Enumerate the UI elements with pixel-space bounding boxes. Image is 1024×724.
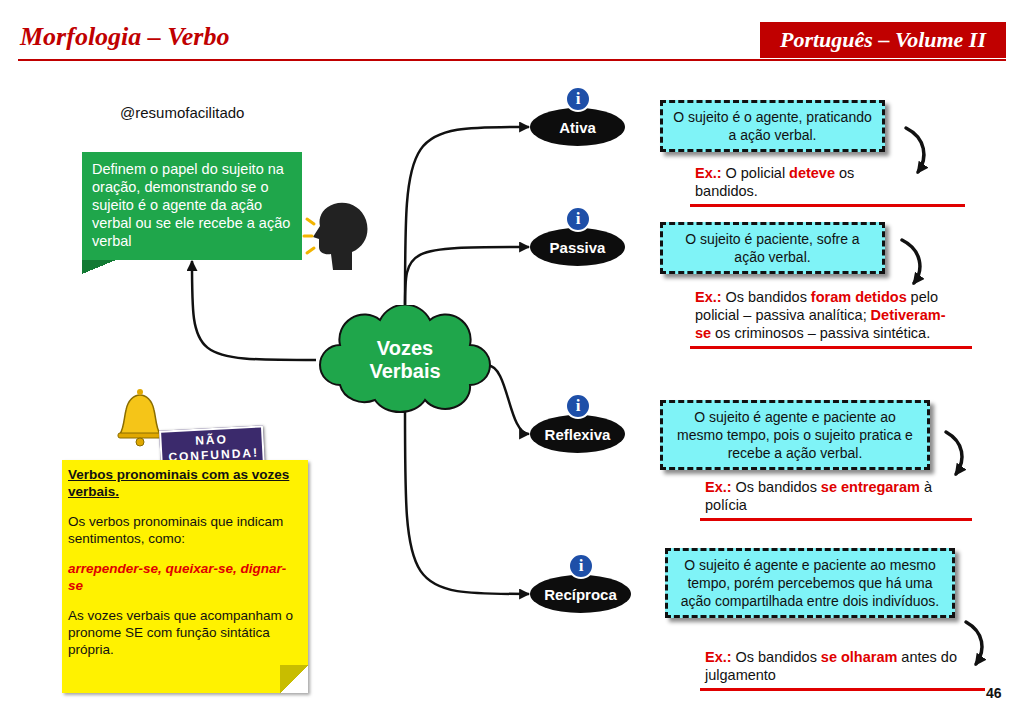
example-words: os criminosos – passiva sintética. (715, 325, 930, 341)
sound-lines (304, 219, 314, 253)
volume-band: Português – Volume II (760, 22, 1006, 58)
definition-box: O sujeito é agente e paciente ao mesmo t… (660, 400, 930, 470)
voice-oval: Recíproca (530, 575, 631, 613)
speaker-icon (313, 203, 367, 270)
node-text: Vozes Verbais (350, 337, 460, 383)
node-text: arrepender-se, queixar-se, dignar-se (68, 560, 300, 594)
node-text: O sujeito é agente e paciente ao mesmo t… (671, 408, 919, 462)
bell-icon (118, 389, 162, 446)
node-text: Reflexiva (545, 426, 611, 443)
node-text: Português – Volume II (780, 27, 986, 53)
info-icon: i (565, 86, 591, 112)
definition-note: Definem o papel do sujeito na oração, de… (82, 152, 302, 260)
example-block: Ex.:Os bandidosse entregaramà polícia (700, 478, 972, 521)
example-block: Ex.:Os bandidosforam detidospelo policia… (690, 288, 972, 349)
info-icon: i (565, 393, 591, 419)
page-number: 46 (986, 685, 1002, 701)
example-highlight: deteve (789, 165, 835, 181)
example-highlight: se olharam (821, 649, 898, 665)
definition-box: O sujeito é agente e paciente ao mesmo t… (665, 548, 955, 618)
example-block: Ex.:O policialdeteveos bandidos. (690, 164, 965, 207)
cloud-outline (320, 305, 490, 412)
node-text: Recíproca (544, 586, 617, 603)
example-words: Os bandidos (736, 479, 817, 495)
author-handle: @resumofacilitado (120, 104, 244, 121)
example-highlight: foram detidos (811, 289, 907, 305)
node-text: Ativa (559, 119, 596, 136)
node-text: Os verbos pronominais que indicam sentim… (68, 513, 300, 547)
connector (405, 409, 529, 594)
example-highlight: Ex.: (695, 289, 722, 305)
node-text: Definem o papel do sujeito na oração, de… (92, 160, 292, 250)
example-highlight: Ex.: (695, 165, 722, 181)
example-text: Ex.:Os bandidosse olharamantes do julgam… (700, 648, 957, 684)
connector (192, 261, 316, 360)
central-cloud: Vozes Verbais (310, 305, 500, 415)
page-title: Morfologia – Verbo (20, 22, 229, 52)
node-text: O sujeito é paciente, sofre a ação verba… (671, 230, 874, 266)
node-text: O sujeito é agente e paciente ao mesmo t… (676, 556, 944, 610)
example-highlight: se entregaram (821, 479, 920, 495)
example-block: Ex.:Os bandidosse olharamantes do julgam… (700, 648, 985, 691)
voice-oval: Reflexiva (530, 415, 625, 453)
voice-oval: Ativa (530, 108, 625, 146)
example-words: Os bandidos (726, 289, 807, 305)
voice-oval: Passiva (530, 228, 625, 266)
warning-note: Verbos pronominais com as vozes verbais.… (62, 460, 308, 693)
node-text: O sujeito é o agente, praticando a ação … (671, 108, 874, 144)
example-highlight: Ex.: (705, 649, 732, 665)
connector (488, 366, 529, 435)
example-text: Ex.:O policialdeteveos bandidos. (690, 164, 917, 200)
node-text: Verbos pronominais com as vozes verbais. (68, 466, 300, 500)
info-icon: i (568, 553, 594, 579)
connector (405, 127, 529, 308)
info-icon: i (565, 206, 591, 232)
node-text: Passiva (550, 239, 606, 256)
node-text: As vozes verbais que acompanham o pronom… (68, 607, 300, 658)
header-rule (18, 59, 1006, 61)
definition-box: O sujeito é paciente, sofre a ação verba… (660, 222, 885, 274)
example-words: O policial (726, 165, 786, 181)
example-words: Os bandidos (736, 649, 817, 665)
example-highlight: Ex.: (705, 479, 732, 495)
connector (405, 247, 529, 308)
definition-box: O sujeito é o agente, praticando a ação … (660, 100, 885, 152)
example-text: Ex.:Os bandidosforam detidospelo policia… (690, 288, 947, 342)
example-text: Ex.:Os bandidosse entregaramà polícia (700, 478, 967, 514)
